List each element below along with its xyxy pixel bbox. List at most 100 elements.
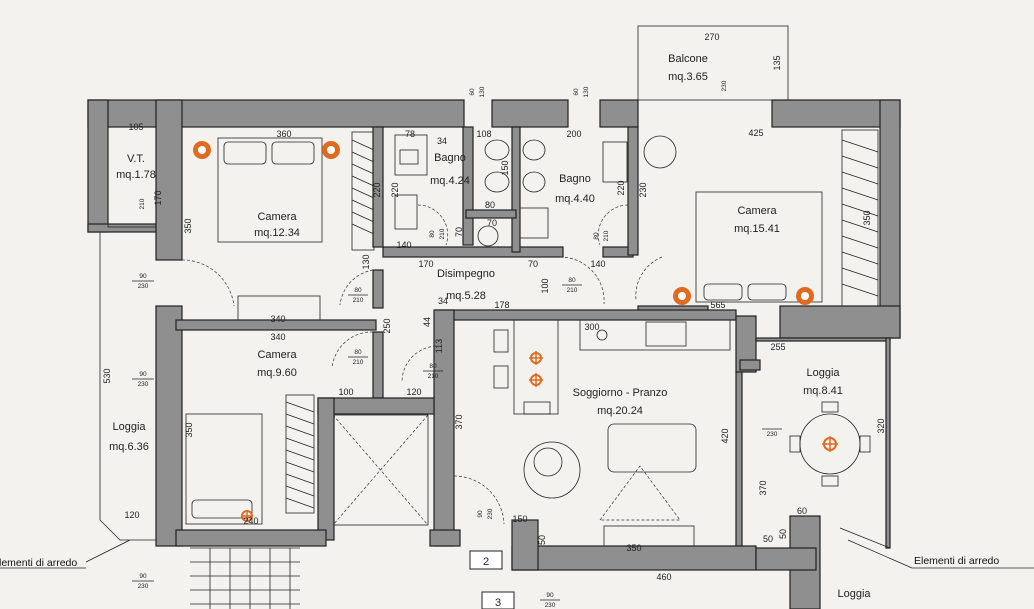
pillow <box>747 283 787 301</box>
svg-text:80: 80 <box>354 287 362 294</box>
dim-label: 350 <box>183 218 193 233</box>
elevator-cross <box>332 414 429 526</box>
door-swing <box>453 475 505 525</box>
svg-text:230: 230 <box>767 431 778 438</box>
callout-right-text: Elementi di arredo <box>914 555 999 567</box>
sofa <box>607 423 697 473</box>
chair <box>493 329 509 353</box>
svg-text:230: 230 <box>721 80 728 91</box>
shower-tray <box>519 207 549 239</box>
washbasin <box>394 194 418 230</box>
dimensions: 270 135 105 170 360 78 34 108 200 425 22… <box>102 32 886 582</box>
level-box-3 <box>481 591 515 609</box>
tv-projection <box>599 465 681 521</box>
light-icon <box>796 287 814 305</box>
loggia2-outline <box>99 232 156 541</box>
sink <box>399 149 419 165</box>
chair <box>821 401 839 413</box>
chair <box>789 435 801 453</box>
kitchen-counter <box>579 319 731 351</box>
svg-text:230: 230 <box>138 381 149 388</box>
svg-text:210: 210 <box>428 373 439 380</box>
stairs <box>190 547 300 609</box>
room-area-bagno1: mq.4.24 <box>430 175 470 187</box>
dim-label: 240 <box>243 516 258 526</box>
pillow <box>223 141 267 165</box>
dim-label: 78 <box>405 129 415 139</box>
bed-camera1 <box>217 137 323 243</box>
dim-label: 50 <box>537 535 547 545</box>
dim-label: 140 <box>590 259 605 269</box>
svg-text:60: 60 <box>469 88 476 96</box>
pillow <box>191 499 253 519</box>
dim-label: 270 <box>704 32 719 42</box>
dim-label: 170 <box>153 190 163 205</box>
door-size-label: 210 <box>139 198 146 209</box>
room-name-loggia1: Loggia <box>806 367 840 379</box>
svg-text:130: 130 <box>479 86 486 97</box>
svg-text:210: 210 <box>353 359 364 366</box>
svg-text:90: 90 <box>477 510 484 518</box>
svg-text:80: 80 <box>429 230 436 238</box>
cooktop <box>596 329 608 341</box>
bed-master <box>695 191 823 303</box>
bed-camera2 <box>185 413 263 525</box>
dim-label: 120 <box>406 387 421 397</box>
door-swing <box>635 256 663 301</box>
wardrobe-camera2 <box>285 394 315 514</box>
dim-label: 150 <box>512 514 527 524</box>
door-swing <box>339 269 374 306</box>
svg-text:60: 60 <box>573 88 580 96</box>
light-icon <box>241 510 253 522</box>
svg-text:230: 230 <box>138 583 149 590</box>
light-icon <box>673 287 691 305</box>
room-area-soggiorno: mq.20.24 <box>597 405 643 417</box>
dim-label: 320 <box>876 418 886 433</box>
ceiling-lights <box>193 141 838 522</box>
dim-label: 150 <box>500 160 510 175</box>
dim-label: 34 <box>437 136 447 146</box>
door-size-label: 230 <box>762 428 782 438</box>
door-swing <box>181 259 235 307</box>
wardrobe-master <box>841 129 879 311</box>
svg-text:90: 90 <box>546 592 554 599</box>
dim-label: 565 <box>710 300 725 310</box>
room-area-loggia2: mq.6.36 <box>109 441 149 453</box>
furniture <box>185 129 879 609</box>
level-label-2: 2 <box>483 556 489 568</box>
bidet <box>522 171 546 193</box>
svg-text:230: 230 <box>487 508 494 519</box>
loggia3-edge <box>839 527 891 549</box>
dim-label: 220 <box>390 182 400 197</box>
room-name-camera-master: Camera <box>737 205 777 217</box>
room-name-soggiorno: Soggiorno - Pranzo <box>573 387 668 399</box>
chair <box>523 401 551 415</box>
svg-text:80: 80 <box>593 232 600 240</box>
dim-label: 70 <box>454 227 464 237</box>
door-swing <box>401 345 437 383</box>
dim-label: 340 <box>270 332 285 342</box>
door-swing <box>597 204 629 246</box>
room-area-loggia1: mq.8.41 <box>803 385 843 397</box>
door-swing <box>331 331 374 369</box>
door-size-label: 230 <box>721 80 728 91</box>
door-size-label: 80 210 <box>593 230 610 241</box>
walls <box>87 99 901 609</box>
door-size-label: 90 230 <box>477 508 494 519</box>
svg-text:80: 80 <box>354 349 362 356</box>
dim-label: 370 <box>758 480 768 495</box>
dim-label: 80 <box>485 200 495 210</box>
dim-label: 105 <box>128 122 143 132</box>
callout-right: Elementi di arredo <box>847 539 1034 569</box>
svg-text:130: 130 <box>583 86 590 97</box>
room-name-camera2: Camera <box>257 349 297 361</box>
dim-label: 50 <box>763 534 773 544</box>
room-name-balcone: Balcone <box>668 53 708 65</box>
level-box-2 <box>469 550 503 570</box>
dim-label: 360 <box>276 129 291 139</box>
